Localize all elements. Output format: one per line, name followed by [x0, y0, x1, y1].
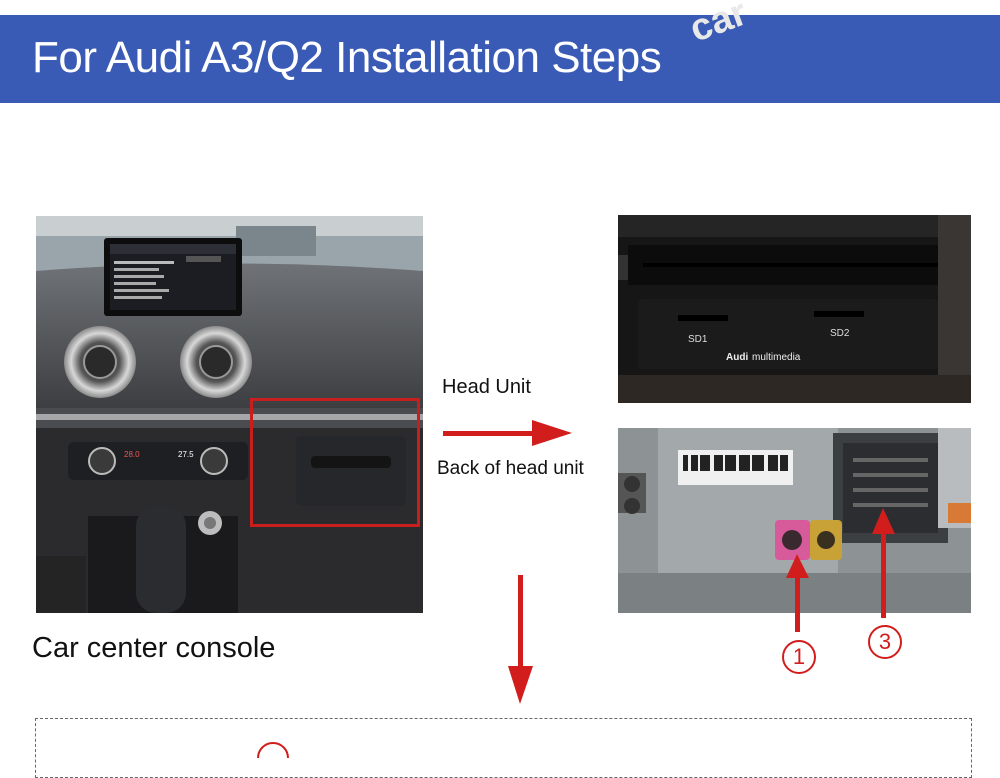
slot-2-label: SD2	[830, 328, 850, 339]
header-banner: For Audi A3/Q2 Installation Steps	[0, 15, 1000, 103]
slot-1-label: SD1	[688, 334, 708, 345]
brand-suffix-label: multimedia	[752, 352, 801, 363]
temp-right: 27.5	[178, 450, 194, 459]
highlight-box	[250, 398, 420, 527]
right-arrow-icon	[443, 420, 572, 446]
marker-3: 3	[868, 625, 902, 659]
car-center-console-label: Car center console	[32, 632, 276, 664]
down-arrow-icon	[508, 575, 533, 704]
next-step-box	[35, 718, 972, 778]
car-center-console-photo: 28.0 27.5	[36, 216, 423, 613]
temp-left: 28.0	[124, 450, 140, 459]
head-unit-label: Head Unit	[442, 376, 531, 398]
page-title: For Audi A3/Q2 Installation Steps	[32, 33, 662, 82]
brand-label: Audi	[726, 352, 748, 363]
marker-1: 1	[782, 640, 816, 674]
back-of-head-unit-label: Back of head unit	[437, 458, 584, 479]
back-of-head-unit-photo	[618, 428, 971, 613]
head-unit-front-photo: SD1 SD2 Audi multimedia	[618, 215, 971, 403]
